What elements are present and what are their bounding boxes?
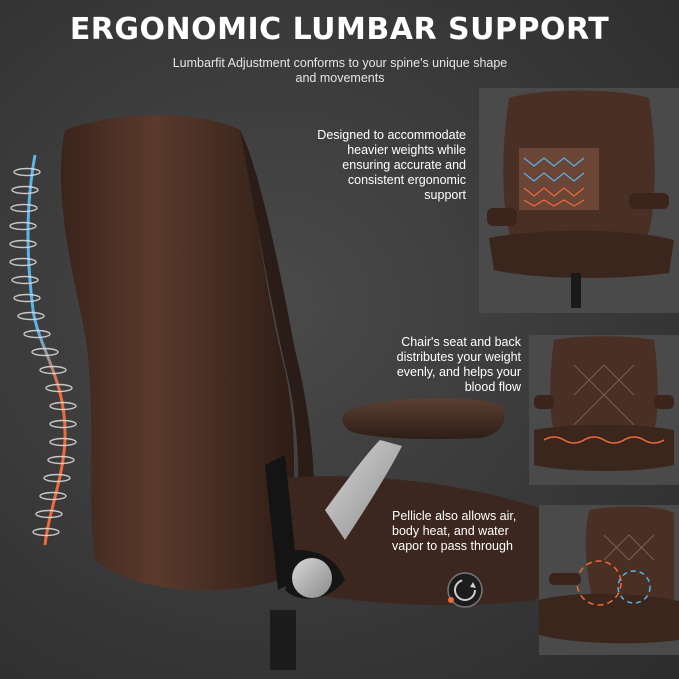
callout-line: distributes your weight (396, 350, 521, 364)
page-title: ERGONOMIC LUMBAR SUPPORT (69, 12, 610, 47)
callout-line: support (424, 188, 466, 202)
callout-line: heavier weights while (347, 143, 466, 157)
chair-thumbnail-seat (529, 335, 679, 485)
callout-line: consistent ergonomic (347, 173, 466, 187)
callout-line: Pellicle also allows air, (392, 509, 517, 523)
callout-weight-distribution: Chair's seat and back distributes your w… (397, 335, 521, 395)
subtitle: Lumbarfit Adjustment conforms to your sp… (140, 56, 540, 86)
callout-line: vapor to pass through (392, 539, 513, 553)
subtitle-line: Lumbarfit Adjustment conforms to your sp… (172, 56, 508, 70)
spine-diagram-icon (9, 154, 77, 546)
callout-line: evenly, and helps your (396, 365, 521, 379)
callout-weight-support: Designed to accommodate heavier weights … (317, 128, 466, 203)
callout-line: Designed to accommodate (317, 128, 466, 142)
callout-line: blood flow (464, 380, 521, 394)
chair-thumbnail-side (539, 505, 679, 655)
callout-line: body heat, and water (392, 524, 509, 538)
callout-pellicle: Pellicle also allows air, body heat, and… (392, 509, 516, 554)
callout-line: ensuring accurate and (342, 158, 466, 172)
main-chair-image (60, 115, 554, 670)
subtitle-line: and movements (295, 71, 385, 85)
knob-dial-icon (447, 572, 483, 608)
chair-thumbnail-front (479, 88, 679, 313)
callout-line: Chair's seat and back (401, 335, 521, 349)
